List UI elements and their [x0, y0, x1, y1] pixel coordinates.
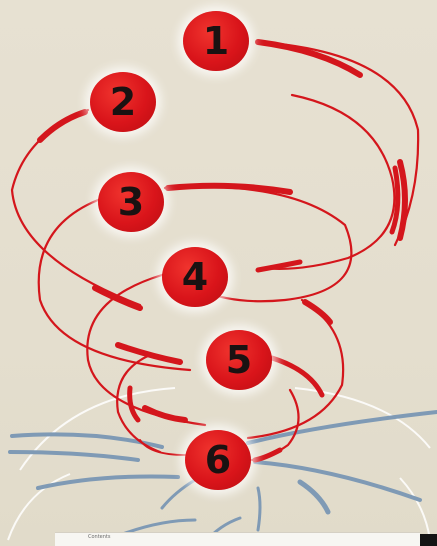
step-number-5: 5 [226, 341, 252, 379]
spiral-loops [12, 42, 418, 460]
step-marker-5: 5 [206, 330, 272, 390]
step-number-3: 3 [118, 183, 144, 221]
caption-strip: Contents [55, 532, 420, 546]
step-number-4: 4 [182, 258, 208, 296]
corner-block [420, 534, 437, 546]
step-marker-4: 4 [162, 247, 228, 307]
step-number-2: 2 [110, 83, 136, 121]
step-marker-2: 2 [90, 72, 156, 132]
step-number-1: 1 [203, 22, 229, 60]
step-marker-3: 3 [98, 172, 164, 232]
caption-text: Contents [88, 534, 111, 540]
step-number-6: 6 [205, 441, 231, 479]
step-marker-6: 6 [185, 430, 251, 490]
step-marker-1: 1 [183, 11, 249, 71]
